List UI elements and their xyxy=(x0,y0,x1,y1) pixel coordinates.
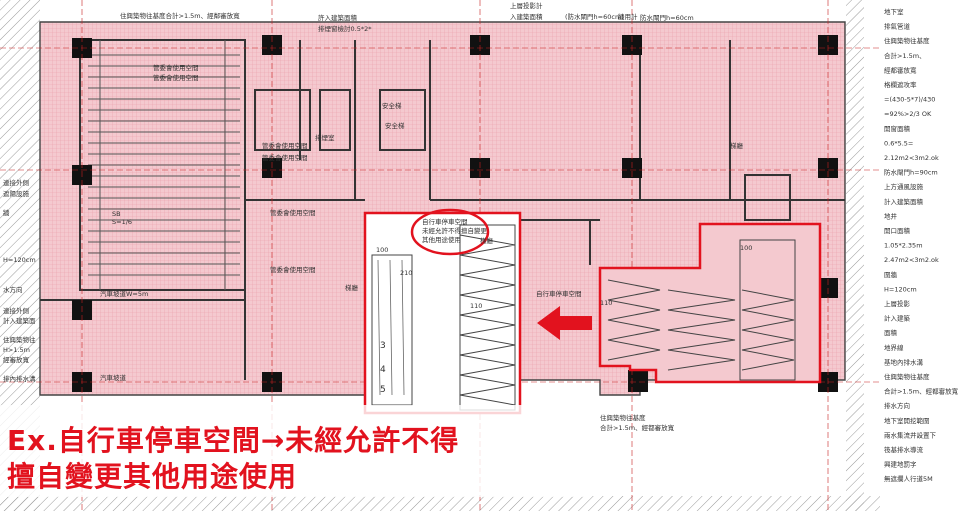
top-note: 住興築物往基度合計>1.5m、經鄰審放寬 xyxy=(120,11,240,20)
legend-text: 1.05*2.35m xyxy=(884,242,923,250)
left-note: 住興築物往 xyxy=(3,335,36,344)
room-label: 安全梯 xyxy=(382,101,402,110)
bike-area-label: 自行車停車空間 xyxy=(536,289,582,298)
dimension-label: 110 xyxy=(470,302,482,310)
room-label: 管委會使用空間 xyxy=(270,208,316,217)
legend-text: 2.47m2<3m2.ok xyxy=(884,256,939,264)
svg-text:5: 5 xyxy=(380,385,386,395)
car-ramp xyxy=(79,39,246,291)
legend-text: 2.12m2<3m2.ok xyxy=(884,154,939,162)
room-label: SB xyxy=(112,210,121,218)
top-note: 許入建築面積 xyxy=(318,13,358,22)
bike-note: 其他用途使用 xyxy=(422,235,461,244)
top-note: 牆用計 xyxy=(618,12,638,21)
legend-text: 興建地罰字 xyxy=(884,460,917,469)
legend-text: 格欄遮攻率 xyxy=(884,80,917,89)
bike-note: 未經允許不得擅自變更 xyxy=(422,226,488,235)
legend-text: 防水閘門h=90cm xyxy=(884,168,938,177)
legend-text: 面積 xyxy=(884,328,898,337)
dimension-label: 210 xyxy=(400,269,412,277)
legend-text: 住興築物往基度 xyxy=(884,372,930,381)
legend-text: 排水方向 xyxy=(884,401,910,410)
legend-text: =92%>2/3 OK xyxy=(884,110,932,118)
room-label: 排煙室 xyxy=(315,133,335,142)
misc-note: 防水閘門h=60cm xyxy=(640,13,694,22)
legend-text: H=120cm xyxy=(884,285,917,293)
left-note: 經審放寬 xyxy=(3,355,30,364)
legend-text: 地井 xyxy=(884,211,898,220)
legend-text: 圍牆 xyxy=(884,270,898,279)
caption-line-1: Ex.自行車停車空間→未經允許不得 xyxy=(7,424,460,457)
legend-text: 合計>1.5m、經都審放寬 xyxy=(884,387,959,396)
room-label: 梯廳 xyxy=(480,236,494,245)
dimension-label: 100 xyxy=(376,246,388,254)
top-note: 排煙窗檢討0.5*2* xyxy=(318,24,372,33)
boundary-hatch-bottom xyxy=(0,496,880,511)
room-label: 管委會使用空間 xyxy=(270,265,316,274)
left-note: 遮陽設施 xyxy=(3,189,30,198)
room-label: 管委會使用空間 xyxy=(262,153,308,162)
interior-walls xyxy=(40,40,845,380)
legend-panel xyxy=(880,0,961,511)
bike-parking-right xyxy=(598,222,822,384)
dimension-label: 100 xyxy=(740,244,752,252)
legend-text: 無遮攔人行道5M xyxy=(884,474,933,483)
legend-text: 地下室 xyxy=(884,7,904,16)
legend-text: 住興築物往基度 xyxy=(884,36,930,45)
misc-note: 住興築物往基度 xyxy=(600,413,646,422)
room-label: 梯廳 xyxy=(345,283,359,292)
left-note: 連接外側 xyxy=(3,178,30,187)
misc-note: 合計>1.5m、經都審放寬 xyxy=(600,423,675,432)
left-note: 水方向 xyxy=(3,285,23,294)
svg-text:3: 3 xyxy=(380,341,386,351)
boundary-hatch-right xyxy=(846,0,864,511)
top-note: 上層投影計 xyxy=(510,1,543,10)
annotation-circle xyxy=(410,208,490,256)
room-label: 管委會使用空間 xyxy=(262,141,308,150)
room-label: 管委會使用空間 xyxy=(153,63,199,72)
svg-text:4: 4 xyxy=(380,365,386,375)
room-label: 梯廳 xyxy=(730,141,744,150)
left-note: H=120cm xyxy=(3,256,36,264)
left-note: 排內排水溝 xyxy=(3,374,36,383)
room-label: 安全梯 xyxy=(385,121,405,130)
bike-note: 自行車停車空間 xyxy=(422,217,468,226)
slope-grade: S=1/6 xyxy=(112,218,132,226)
misc-note: 汽車坡道 xyxy=(100,373,127,382)
legend-text: 地下室開挖範圍 xyxy=(884,416,930,425)
right-legend: 地下室排氣管道住興築物往基度合計>1.5m、經都審放寬格欄遮攻率=(430-5*… xyxy=(884,7,959,483)
left-note: 計入建築面 xyxy=(3,316,36,325)
top-note: (防水閘門h=60cm) xyxy=(565,12,624,21)
room-label: 管委會使用空間 xyxy=(153,73,199,82)
legend-text: 經都審放寬 xyxy=(884,65,917,74)
legend-text: 0.6*5.5= xyxy=(884,139,913,147)
legend-text: 開窗面積 xyxy=(884,124,911,133)
legend-text: 上方通風設施 xyxy=(884,182,924,191)
caption-line-2: 擅自變更其他用途使用 xyxy=(7,460,298,493)
ramp-label: 汽車坡道W=5m xyxy=(100,289,148,298)
legend-text: 計入建築面積 xyxy=(884,197,924,206)
legend-text: 排氣管道 xyxy=(884,22,911,31)
caption-box: Ex.自行車停車空間→未經允許不得 擅自變更其他用途使用 xyxy=(0,405,588,497)
legend-text: 基地內排水溝 xyxy=(884,357,924,366)
left-note: 連接外側 xyxy=(3,306,30,315)
left-note: 牆 xyxy=(3,208,10,217)
top-note: 入建築面積 xyxy=(510,12,543,21)
dimension-label: 110 xyxy=(600,299,612,307)
legend-text: 筏基排水導流 xyxy=(884,445,924,454)
legend-text: =(430-5*7)/430 xyxy=(884,96,935,104)
legend-text: 計入建築 xyxy=(884,314,911,323)
legend-text: 開口面積 xyxy=(884,226,911,235)
legend-text: 兩水集流井設置下 xyxy=(884,430,937,439)
legend-text: 地界線 xyxy=(884,343,904,352)
legend-text: 上層投影 xyxy=(884,299,911,308)
left-note: H>1.5m xyxy=(3,346,30,354)
legend-text: 合計>1.5m、 xyxy=(884,51,926,60)
left-arrow-icon xyxy=(537,306,592,340)
